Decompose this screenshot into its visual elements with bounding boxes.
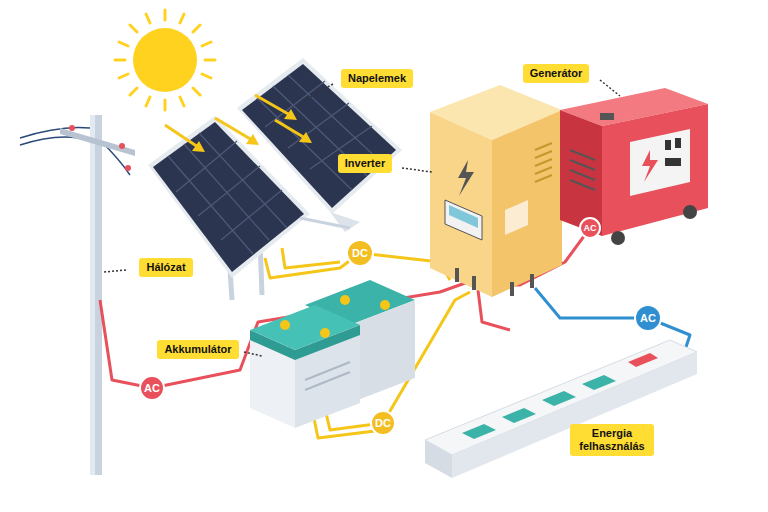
current-badge: DC — [346, 239, 374, 267]
callout-label: Napelemek — [341, 69, 413, 88]
current-badge: AC — [139, 375, 165, 401]
current-type: AC — [584, 223, 597, 234]
callout-label: Energia felhasználás — [570, 424, 654, 456]
power-strip — [425, 340, 697, 478]
batteries — [250, 280, 415, 428]
sun — [115, 10, 215, 110]
sunbeam-arrows — [165, 95, 312, 152]
current-badge: AC — [579, 217, 601, 239]
current-type: AC — [640, 313, 656, 324]
callout-label: Generátor — [523, 64, 590, 83]
label-text: Energia felhasználás — [577, 427, 647, 453]
utility-pole — [20, 115, 135, 475]
current-type: DC — [352, 248, 368, 259]
label-text: Akkumulátor — [164, 343, 231, 356]
inverter — [430, 85, 562, 297]
callout-label: Akkumulátor — [157, 340, 238, 359]
callout-label: Hálózat — [139, 258, 192, 277]
label-text: Hálózat — [146, 261, 185, 274]
label-text: Napelemek — [348, 72, 406, 85]
current-type: AC — [144, 383, 160, 394]
label-text: Generátor — [530, 67, 583, 80]
callout-label: Inverter — [338, 154, 392, 173]
current-badge: DC — [370, 410, 396, 436]
generator — [560, 88, 708, 245]
current-badge: AC — [634, 304, 662, 332]
label-text: Inverter — [345, 157, 385, 170]
leader-lines — [104, 80, 620, 356]
current-type: DC — [375, 418, 391, 429]
